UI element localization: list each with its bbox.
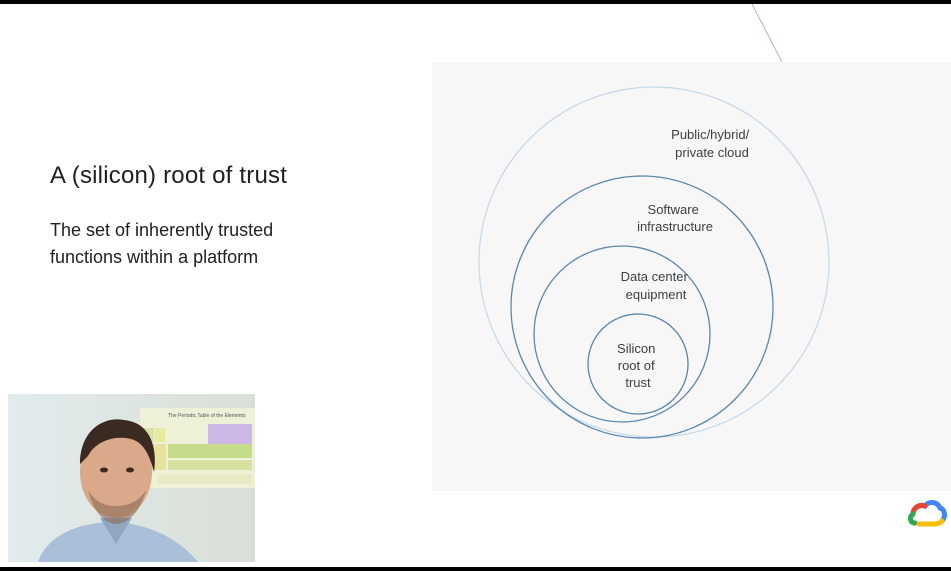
ring-label-silicon: Silicon root of trust — [617, 341, 659, 390]
ring-datacenter — [533, 245, 711, 423]
ring-software — [510, 175, 774, 439]
ring-label-datacenter: Data center equipment — [621, 269, 692, 302]
decorative-line — [751, 4, 783, 63]
trust-layers-diagram: Public/hybrid/ private cloud Software in… — [432, 62, 951, 491]
google-cloud-icon — [908, 500, 947, 527]
svg-text:The Periodic Table of the Elem: The Periodic Table of the Elements — [168, 413, 246, 419]
periodic-table-poster: The Periodic Table of the Elements — [140, 408, 255, 488]
slide-subtitle: The set of inherently trusted functions … — [50, 220, 274, 267]
ring-label-software: Software infrastructure — [637, 202, 713, 234]
ring-cloud — [478, 86, 830, 438]
ring-silicon — [587, 313, 689, 415]
ring-label-cloud: Public/hybrid/ private cloud — [671, 127, 753, 160]
presentation-slide: A (silicon) root of trust The set of inh… — [0, 4, 951, 567]
presenter — [38, 419, 198, 562]
slide-title: A (silicon) root of trust — [50, 162, 288, 189]
presenter-webcam: The Periodic Table of the Elements — [8, 394, 255, 562]
